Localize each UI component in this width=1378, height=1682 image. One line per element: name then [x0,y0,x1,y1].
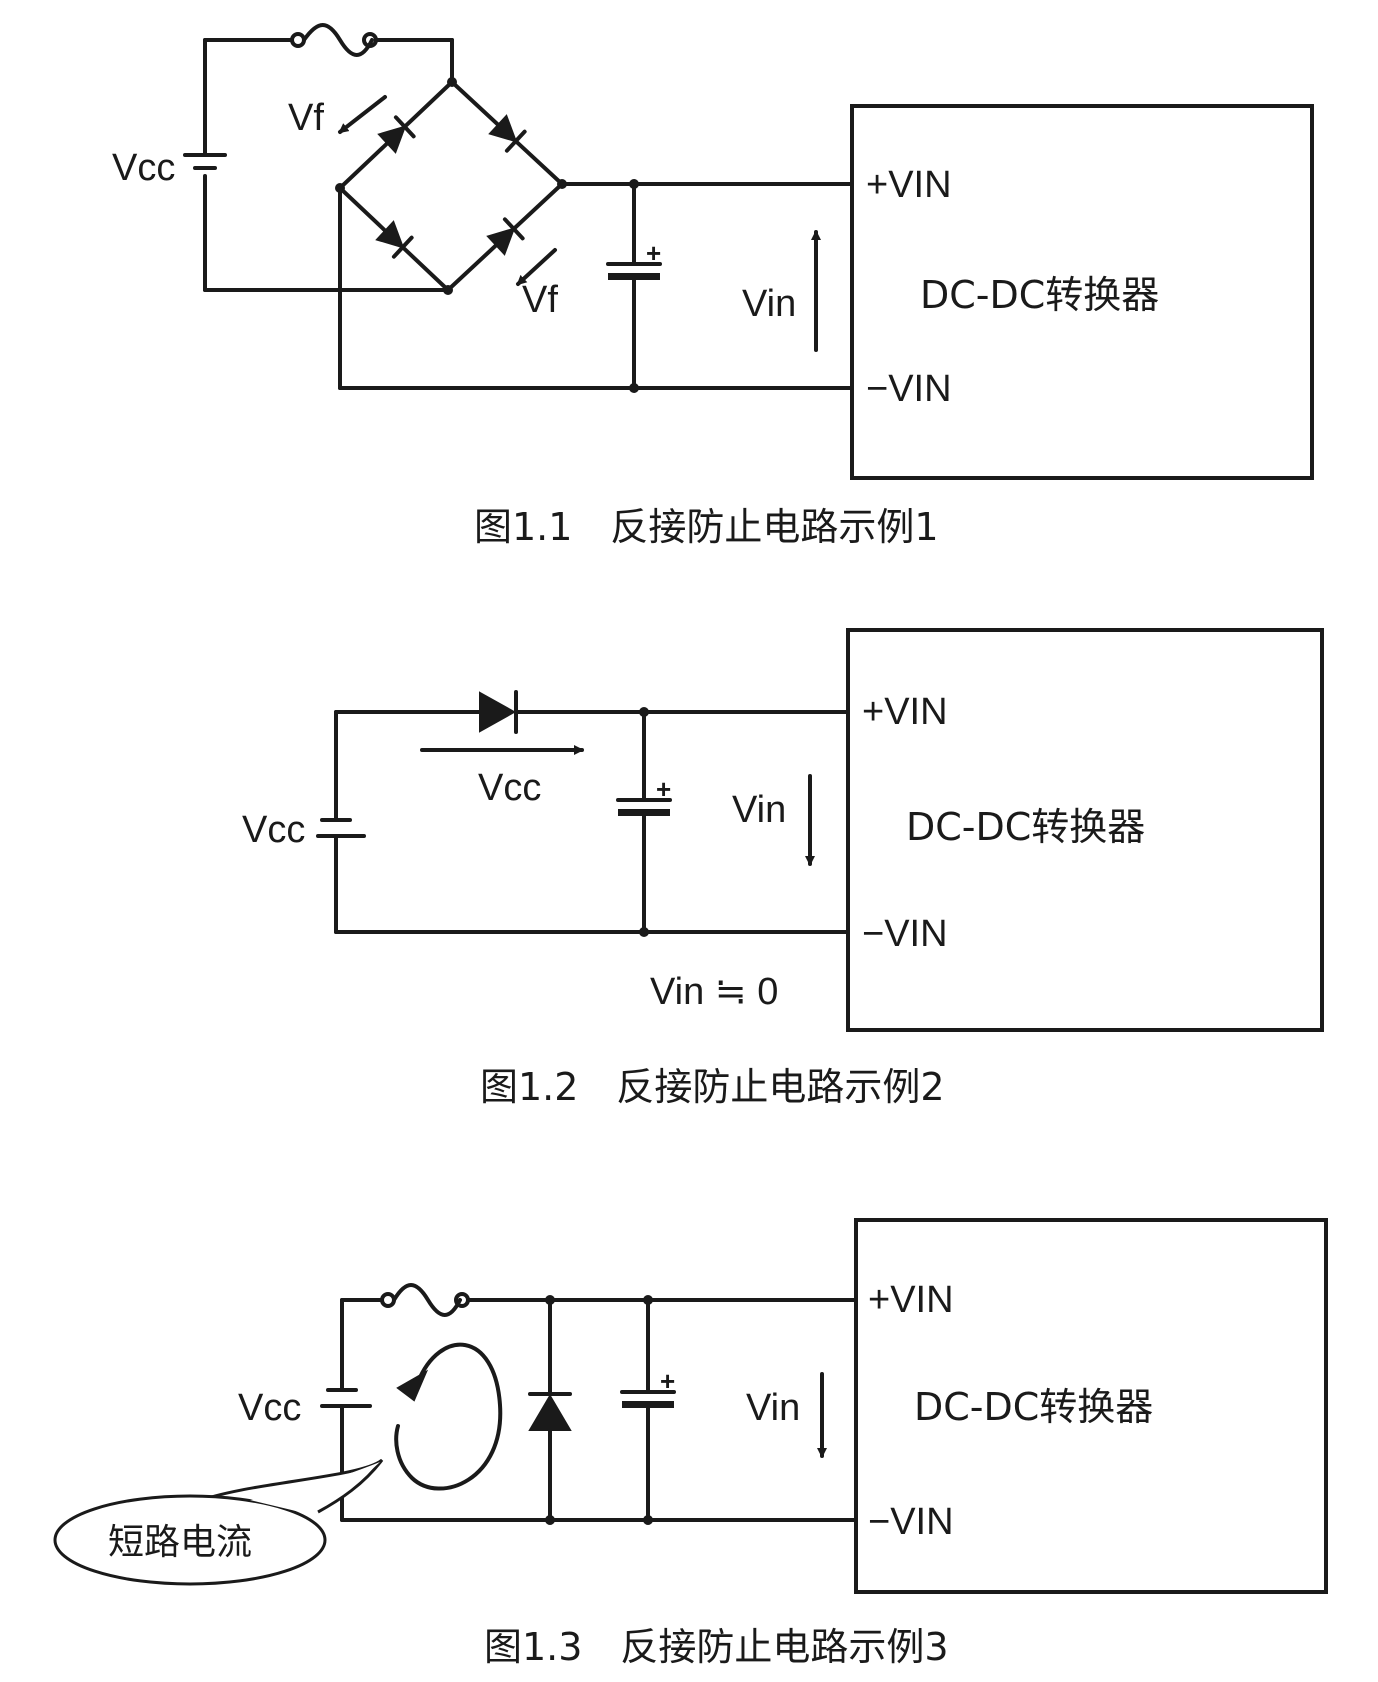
vf-label-2: Vf [522,279,558,321]
vin-note: Vin ≒ 0 [650,971,778,1013]
svg-text:+: + [660,1366,675,1396]
converter-label: DC-DC转换器 [906,805,1145,849]
source-label: Vcc [112,147,175,189]
figure-caption: 图1.1 反接防止电路示例1 [474,505,939,549]
diode-2 [488,114,527,153]
capacitor-1: + [606,238,662,280]
pin-minus-vin: −VIN [866,368,952,410]
dc-dc-converter-box [850,104,1314,480]
fuse-3 [380,1283,470,1317]
converter-label: DC-DC转换器 [920,273,1159,317]
pin-plus-vin: +VIN [862,691,948,733]
capacitor-3: + [620,1366,676,1408]
converter-label: DC-DC转换器 [914,1385,1153,1429]
diode-shunt [528,1392,572,1431]
vin-label: Vin [732,789,786,831]
battery-3 [320,1388,372,1408]
pin-minus-vin: −VIN [868,1501,954,1543]
pin-plus-vin: +VIN [866,164,952,206]
figure-caption: 图1.2 反接防止电路示例2 [480,1065,945,1109]
callout-text: 短路电流 [108,1522,252,1563]
fuse-1 [203,23,454,57]
diode-series [479,690,518,734]
pin-minus-vin: −VIN [862,913,948,955]
diode-4 [486,217,525,256]
current-label: Vcc [478,767,541,809]
capacitor-2: + [616,774,672,816]
vin-label: Vin [746,1387,800,1429]
vf-arrow-1 [338,95,387,134]
source-label: Vcc [238,1387,301,1429]
dc-dc-converter-box [846,628,1324,1032]
battery-2 [316,818,366,838]
dc-dc-converter-box [854,1218,1328,1594]
bridge-rectifier [335,77,567,295]
vf-arrow-2 [516,248,557,286]
battery-1 [183,153,227,170]
figure-2: Vcc Vcc + Vin +VIN −VIN DC-DC转换器 Vin ≒ 0… [242,628,1324,1109]
callout-bubble: 短路电流 [53,1458,384,1586]
vf-label-1: Vf [288,97,324,139]
diode-3 [375,220,414,259]
figure-3: Vcc + Vin +VIN −VIN DC-DC转换器 [53,1218,1328,1669]
loop-arrow-head [396,1369,429,1402]
pin-plus-vin: +VIN [868,1279,954,1321]
svg-text:+: + [646,238,661,268]
source-label: Vcc [242,809,305,851]
diode-1 [377,115,416,154]
figure-1: Vcc Vf [112,23,1314,549]
svg-text:+: + [656,774,671,804]
short-circuit-loop [394,1342,503,1491]
vin-label: Vin [742,283,796,325]
figure-caption: 图1.3 反接防止电路示例3 [484,1625,949,1669]
